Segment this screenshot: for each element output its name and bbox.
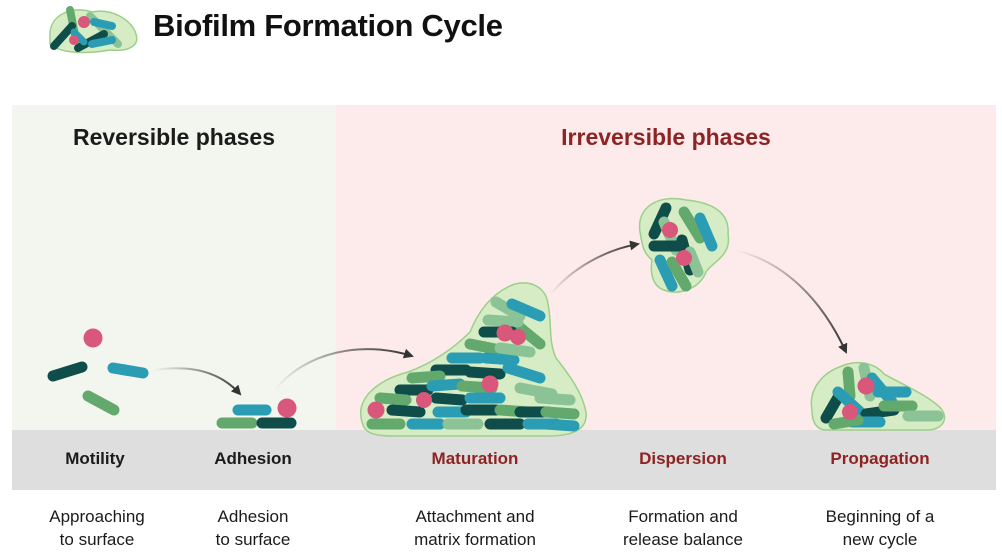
adhesion-bacteria xyxy=(216,398,297,429)
reversible-phases-title: Reversible phases xyxy=(72,124,275,150)
cycle-arrows xyxy=(154,240,848,396)
biofilm-logo-icon xyxy=(49,6,138,54)
stage-description-propagation: Beginning of a new cycle xyxy=(780,505,980,551)
description-line: new cycle xyxy=(842,530,918,549)
stage-description-maturation: Attachment and matrix formation xyxy=(375,505,575,551)
description-line: to surface xyxy=(59,530,135,549)
dispersion-cluster xyxy=(638,197,730,293)
description-line: Formation and xyxy=(628,507,738,526)
maturation-biofilm xyxy=(360,282,587,437)
stage-description-dispersion: Formation and release balance xyxy=(583,505,783,551)
description-line: Attachment and xyxy=(415,507,535,526)
motility-bacteria xyxy=(47,328,149,416)
stage-label-motility: Motility xyxy=(65,449,125,468)
stage-description-motility: Approaching to surface xyxy=(0,505,197,551)
page-title: Biofilm Formation Cycle xyxy=(153,8,503,43)
description-line: Adhesion xyxy=(217,507,289,526)
description-line: matrix formation xyxy=(414,530,536,549)
stage-label-propagation: Propagation xyxy=(830,449,930,468)
irreversible-phases-title: Irreversible phases xyxy=(561,124,771,150)
stage-label-adhesion: Adhesion xyxy=(214,449,292,468)
surface-band xyxy=(12,430,996,490)
propagation-cluster xyxy=(810,361,946,431)
description-line: Beginning of a xyxy=(825,507,935,526)
stage-label-dispersion: Dispersion xyxy=(639,449,727,468)
description-line: release balance xyxy=(622,530,744,549)
description-line: Approaching xyxy=(49,507,145,526)
description-line: to surface xyxy=(215,530,291,549)
stage-label-maturation: Maturation xyxy=(431,449,519,468)
stage-description-adhesion: Adhesion to surface xyxy=(153,505,353,551)
